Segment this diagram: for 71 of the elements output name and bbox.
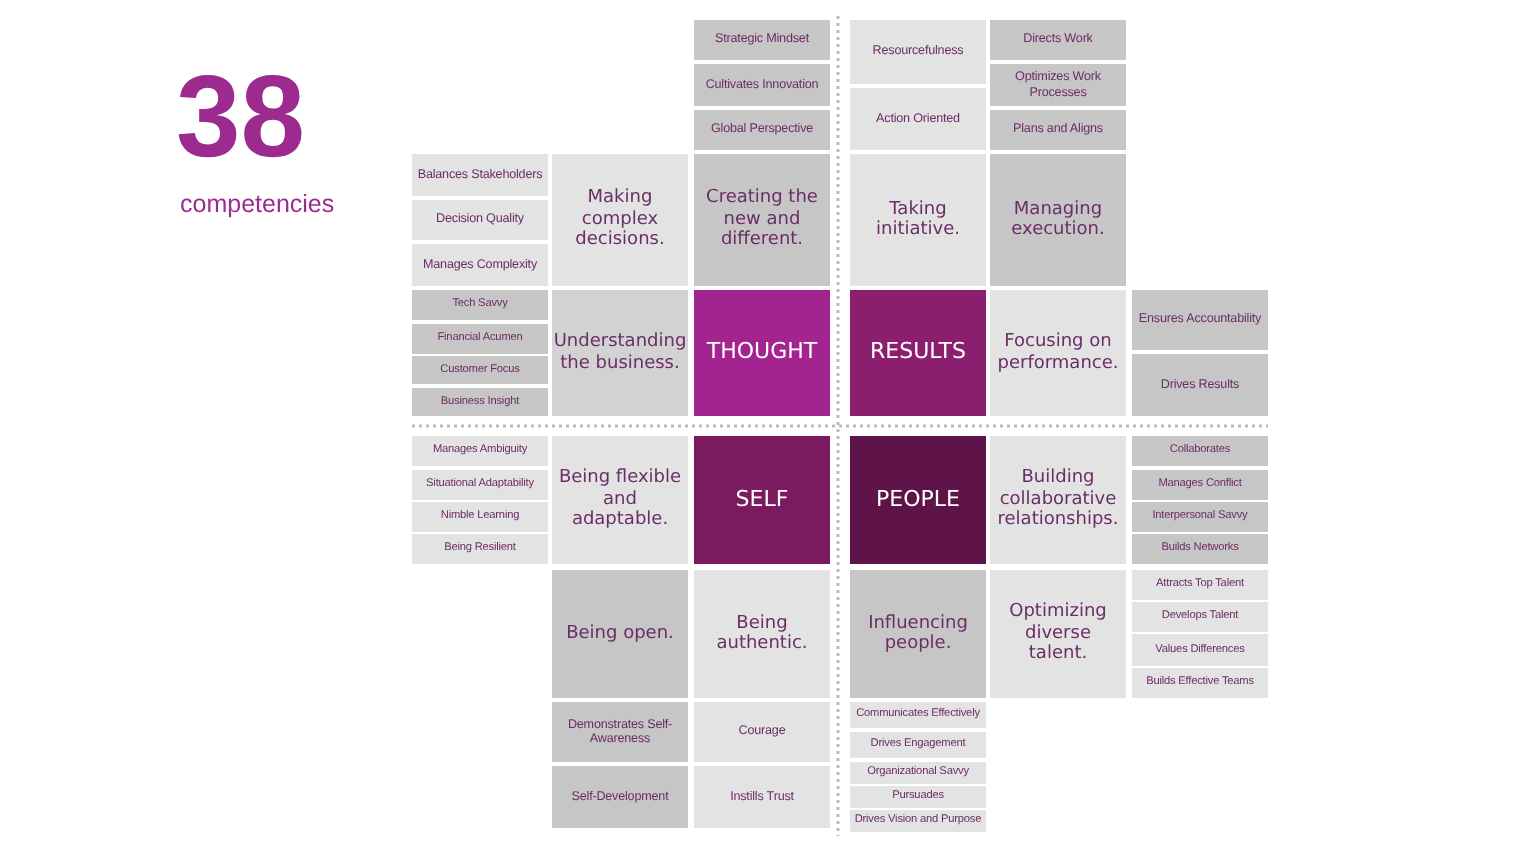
competency-tile <box>694 766 830 828</box>
theme-tile <box>990 570 1126 698</box>
theme-tile <box>990 436 1126 564</box>
competency-tile <box>694 20 830 60</box>
competency-tile <box>990 110 1126 150</box>
competency-tile <box>412 534 548 564</box>
competency-tile <box>990 20 1126 60</box>
competency-tile <box>552 702 688 762</box>
competency-tile <box>1132 470 1268 500</box>
competency-tile <box>412 436 548 466</box>
theme-label: Being flexible and adaptable. <box>556 468 684 532</box>
subtitle: competencies <box>180 192 335 217</box>
category-label: THOUGHT <box>704 340 820 366</box>
category-tile <box>694 290 830 416</box>
category-label: RESULTS <box>868 340 968 366</box>
theme-label: Focusing on performance. <box>995 332 1121 374</box>
theme-tile <box>552 154 688 286</box>
competency-tile <box>1132 436 1268 466</box>
competency-tile <box>850 88 986 150</box>
competency-tile <box>412 356 548 384</box>
theme-label: Influencing people. <box>866 613 970 655</box>
theme-tile <box>850 154 986 286</box>
theme-label: Managing execution. <box>1009 199 1107 241</box>
competency-tile <box>412 502 548 532</box>
competency-tile <box>1132 602 1268 632</box>
category-label: PEOPLE <box>874 487 962 513</box>
theme-label: Taking initiative. <box>873 199 962 241</box>
theme-tile <box>552 290 688 416</box>
category-tile <box>694 436 830 564</box>
competency-tile <box>1132 290 1268 350</box>
competency-tile <box>850 786 986 808</box>
theme-tile <box>552 436 688 564</box>
competency-tile <box>412 324 548 354</box>
big-number: 38 <box>176 60 306 176</box>
competency-tile <box>412 470 548 500</box>
theme-label: Being authentic. <box>714 613 810 655</box>
theme-tile <box>694 154 830 286</box>
category-tile <box>850 436 986 564</box>
category-label: SELF <box>733 487 791 513</box>
competency-tile <box>1132 534 1268 564</box>
competency-tile <box>1132 570 1268 600</box>
category-tile <box>850 290 986 416</box>
competency-tile <box>694 110 830 150</box>
theme-tile <box>694 570 830 698</box>
competency-tile <box>850 732 986 758</box>
competency-tile <box>412 388 548 416</box>
competency-tile <box>850 702 986 728</box>
theme-label: Creating the new and different. <box>704 188 820 252</box>
competency-tile <box>412 200 548 240</box>
theme-tile <box>990 154 1126 286</box>
competency-tile <box>552 766 688 828</box>
competency-tile <box>1132 634 1268 666</box>
competency-tile <box>850 20 986 84</box>
competency-tile <box>412 244 548 286</box>
competency-tile <box>694 702 830 762</box>
theme-label: Being open. <box>564 623 676 645</box>
theme-label: Building collaborative relationships. <box>995 468 1121 532</box>
competency-tile <box>1132 502 1268 532</box>
theme-tile <box>990 290 1126 416</box>
competency-tile <box>412 154 548 196</box>
competency-tile <box>1132 668 1268 698</box>
theme-label: Understanding the business. <box>552 332 688 374</box>
theme-tile <box>850 570 986 698</box>
theme-label: Optimizing diverse talent. <box>1007 602 1109 666</box>
competency-tile <box>1132 354 1268 416</box>
competency-tile <box>850 762 986 784</box>
theme-label: Making complex decisions. <box>573 188 667 252</box>
competency-tile <box>412 290 548 320</box>
theme-tile <box>552 570 688 698</box>
competency-tile <box>694 64 830 106</box>
competency-tile <box>990 64 1126 106</box>
